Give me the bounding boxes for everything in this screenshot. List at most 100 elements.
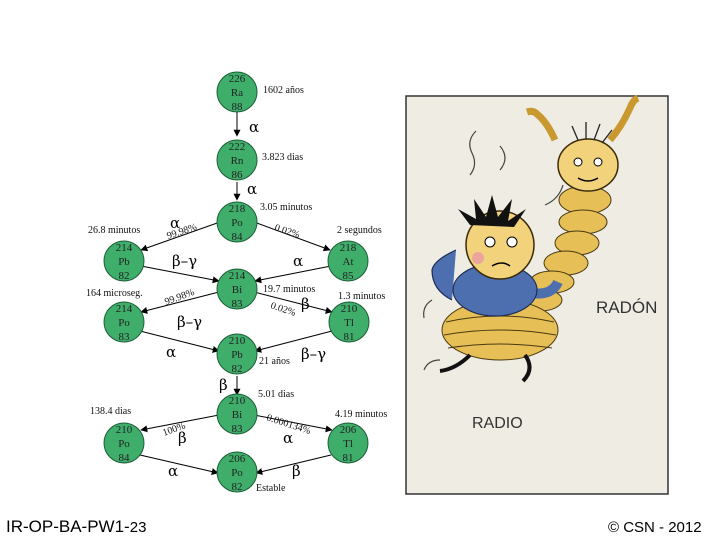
node-circle — [103, 422, 145, 464]
arrow-at218-bi214 — [254, 265, 332, 284]
node-symbol: Pb — [118, 256, 130, 268]
radon-arm-right — [607, 94, 640, 143]
halflife-po218: 3.05 minutos — [260, 202, 312, 213]
node-symbol: Po — [118, 438, 130, 450]
arrow-bi214-tl210 — [253, 291, 333, 314]
node-symbol: Rn — [231, 155, 244, 167]
beta-gamma-symbol: β–γ — [172, 252, 197, 270]
node-atomic-number: 85 — [343, 270, 355, 282]
node-symbol: Pb — [231, 349, 243, 361]
node-mass: 214 — [116, 242, 133, 254]
node-mass: 206 — [229, 453, 246, 465]
halflife-pb214: 26.8 minutos — [88, 225, 140, 236]
node-atomic-number: 81 — [344, 331, 355, 343]
node-pb206: 206 Po 82 — [216, 451, 258, 493]
beta-symbol: β — [219, 376, 228, 394]
node-circle — [216, 139, 258, 181]
node-bi214: 214 Bi 83 — [216, 268, 258, 310]
arrow-po214-pb210 — [139, 330, 220, 353]
alpha-symbol: α — [283, 429, 293, 447]
pct-0-02-first: 0.02% — [273, 222, 301, 240]
alpha-symbol: α — [168, 462, 178, 480]
node-circle — [327, 240, 369, 282]
radon-head — [557, 138, 619, 192]
halflife-tl210: 1.3 minutos — [338, 291, 385, 302]
node-mass: 210 — [341, 303, 358, 315]
page-number: 23 — [129, 519, 147, 536]
node-mass: 218 — [229, 203, 246, 215]
node-bi210: 210 Bi 83 — [216, 393, 258, 435]
radium-leg — [521, 353, 532, 383]
pct-99-98-second: 99.98% — [163, 287, 196, 308]
radium-mouth — [491, 262, 511, 267]
node-ra226: 226 Ra 88 — [216, 71, 258, 113]
halflife-po214: 164 microseg. — [86, 288, 143, 299]
node-atomic-number: 84 — [119, 452, 131, 464]
slide-code: IR-OP-BA-PW1-23 — [6, 517, 146, 537]
node-atomic-number: 82 — [119, 270, 130, 282]
node-atomic-number: 82 — [232, 363, 243, 375]
node-circle — [216, 451, 258, 493]
node-atomic-number: 83 — [119, 331, 131, 343]
alpha-symbol: α — [249, 118, 259, 136]
arrow-po210-pb206 — [139, 454, 219, 475]
alpha-symbol: α — [170, 214, 180, 232]
beta-symbol: β — [301, 295, 310, 313]
node-symbol: Po — [231, 467, 243, 479]
pct-0-02-second: 0.02% — [269, 300, 297, 318]
node-symbol: Tl — [343, 438, 353, 450]
node-atomic-number: 81 — [343, 452, 354, 464]
node-atomic-number: 84 — [232, 231, 244, 243]
node-pb210: 210 Pb 82 — [216, 333, 258, 375]
node-circle — [103, 301, 145, 343]
node-atomic-number: 88 — [232, 101, 244, 113]
radon-eye — [573, 157, 583, 167]
node-mass: 214 — [116, 303, 133, 315]
radium-eye — [506, 236, 518, 248]
radon-eye — [593, 157, 603, 167]
label-radon: RADÓN — [596, 298, 657, 317]
node-tl206: 206 Tl 81 — [327, 422, 369, 464]
halflife-bi214: 19.7 minutos — [263, 284, 315, 295]
halflife-po210: 138.4 dias — [90, 406, 131, 417]
beta-gamma-symbol: β–γ — [301, 345, 326, 363]
radium-left-arm — [431, 249, 457, 301]
halflife-ra226: 1602 años — [263, 85, 304, 96]
node-atomic-number: 82 — [232, 481, 243, 493]
arrow-bi210-po210 — [140, 414, 220, 433]
node-mass: 226 — [229, 73, 246, 85]
radium-eye — [484, 236, 496, 248]
node-circle — [327, 422, 369, 464]
motion-lines — [423, 130, 564, 371]
arrow-po218-at218 — [253, 221, 331, 252]
half-life-labels: 1602 años 3.823 dias 3.05 minutos 26.8 m… — [86, 85, 387, 494]
arrow-bi214-po214 — [140, 291, 220, 314]
radon-mouth — [577, 177, 599, 182]
radon-arm-left — [525, 107, 559, 142]
alpha-symbol: α — [166, 343, 176, 361]
radon-hair — [571, 122, 613, 144]
beta-symbol: β — [178, 429, 187, 447]
decay-symbols: α α α β–γ α β β–γ α β–γ β β α α β — [166, 118, 326, 480]
node-mass: 210 — [229, 395, 246, 407]
node-circle — [103, 240, 145, 282]
node-atomic-number: 83 — [232, 423, 244, 435]
radium-cheek — [472, 252, 484, 264]
node-at218: 218 At 85 — [327, 240, 369, 282]
halflife-tl206: 4.19 minutos — [335, 409, 387, 420]
node-atomic-number: 86 — [232, 169, 244, 181]
halflife-rn222: 3.823 dias — [262, 152, 303, 163]
label-radio: RADIO — [472, 415, 523, 432]
decay-arrows — [139, 112, 333, 475]
radon-radium-cartoon: RADÓN RADIO — [405, 94, 669, 495]
node-symbol: Po — [231, 217, 243, 229]
arrow-bi210-tl206 — [253, 414, 333, 433]
stable-label: Estable — [256, 483, 286, 494]
node-mass: 210 — [229, 335, 246, 347]
halflife-bi210: 5.01 dias — [258, 389, 294, 400]
node-po210: 210 Po 84 — [103, 422, 145, 464]
node-tl210: 210 Tl 81 — [328, 301, 370, 343]
radium-hair — [458, 195, 526, 227]
